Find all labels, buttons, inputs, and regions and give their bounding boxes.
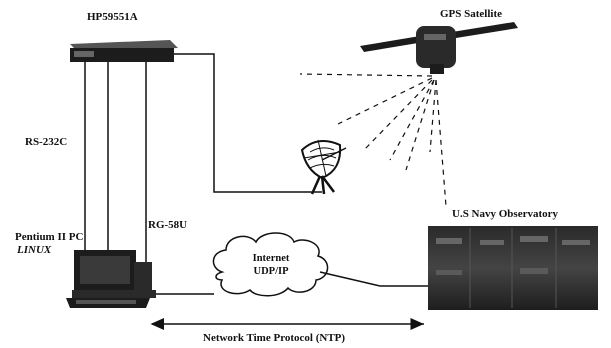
rg58u-label: RG-58U	[148, 219, 187, 232]
gps-receiver-icon	[70, 40, 178, 62]
observatory-server-rack-icon	[428, 226, 598, 310]
internet-to-observatory-link	[320, 272, 428, 286]
pc-label: Pentium II PC	[15, 231, 83, 244]
observatory-label: U.S Navy Observatory	[452, 208, 558, 221]
ntp-label: Network Time Protocol (NTP)	[203, 332, 345, 345]
receiver-label: HP59551A	[87, 11, 138, 24]
gps-satellite-icon	[360, 22, 518, 74]
protocol-udp-label: UDP/IP	[226, 266, 316, 278]
os-label: LINUX	[17, 244, 51, 257]
pc-computer-icon	[66, 250, 156, 308]
antenna-cable	[174, 54, 322, 192]
internet-label: Internet	[226, 253, 316, 265]
rs232c-label: RS-232C	[25, 136, 67, 149]
satellite-dish-icon	[302, 140, 346, 194]
satellite-label: GPS Satellite	[440, 8, 502, 21]
rs232c-cable	[85, 62, 108, 250]
